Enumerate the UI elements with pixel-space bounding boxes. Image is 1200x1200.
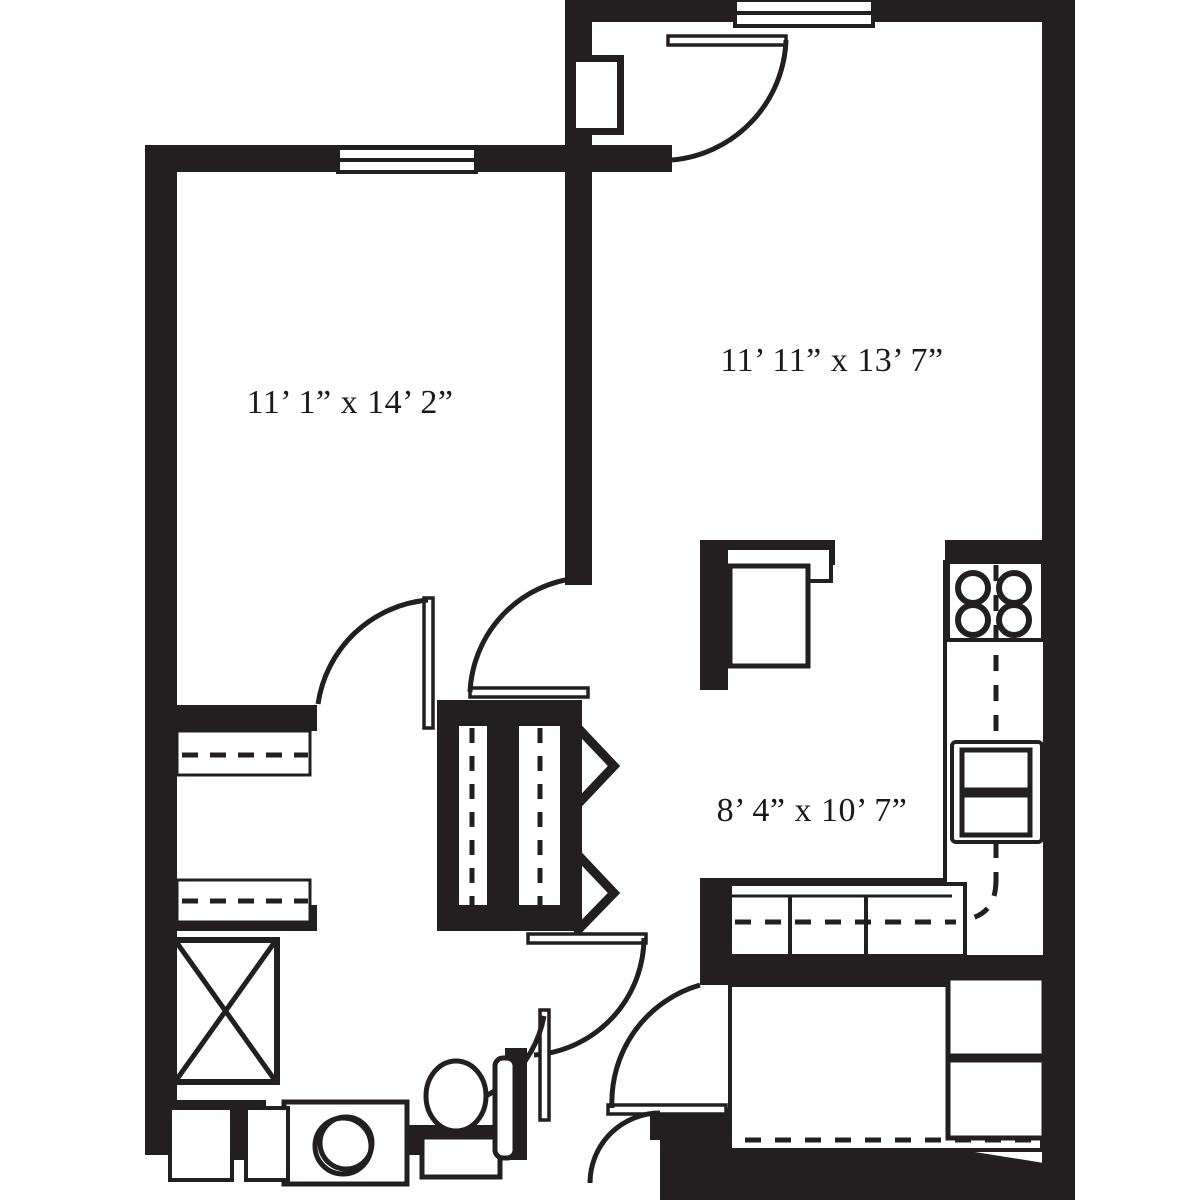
shower-stall — [171, 937, 280, 1085]
door-group — [315, 34, 789, 1184]
sink-basin-upper — [959, 747, 1033, 793]
washer-dryer — [281, 1099, 410, 1187]
toilet-tank — [419, 1134, 503, 1180]
kitchen-sink — [950, 740, 1044, 844]
closet-shelf-rod-lower — [175, 878, 312, 924]
bathroom-door — [526, 932, 648, 1058]
linen-closet-door — [573, 723, 621, 935]
window-group — [336, 0, 875, 174]
kitchen-fixtures — [724, 546, 1047, 959]
kitchen-dimension-label: 8’ 4” x 10’ 7” — [717, 792, 908, 829]
window-bedroom — [336, 146, 478, 174]
washer-drum-inner — [317, 1114, 375, 1172]
wall-kitchen-fridge-left — [700, 540, 728, 690]
wall-linen-left — [437, 700, 459, 931]
burner-back-left — [955, 602, 991, 638]
wall-right-exterior — [1042, 0, 1075, 990]
room-label-group: 11’ 1” x 14’ 2” 11’ 11” x 13’ 7” 8’ 4” x… — [246, 342, 943, 829]
window-top-right — [733, 0, 875, 28]
bifold-chevron-lower — [573, 850, 621, 935]
base-cabinets — [728, 882, 967, 958]
toilet — [419, 1058, 503, 1180]
kitchen-door — [606, 982, 728, 1116]
wall-range-top — [945, 540, 1045, 562]
wall-closet-top — [145, 705, 317, 731]
wall-bottom-right — [1042, 1140, 1075, 1200]
bath-box-mid — [244, 1106, 290, 1182]
entry-closet-inner — [576, 62, 617, 128]
living-room-dimension-label: 11’ 11” x 13’ 7” — [720, 342, 943, 379]
closet-shelf-rod-upper — [175, 729, 312, 777]
bifold-chevron-upper — [573, 723, 621, 809]
wall-bedroom-living-divider — [565, 145, 592, 585]
shower-x-line-2 — [174, 941, 277, 1081]
fridge-body — [727, 563, 811, 669]
bedroom-dimension-label: 11’ 1” x 14’ 2” — [246, 384, 453, 421]
shelf-group — [175, 728, 543, 924]
refrigerator — [724, 546, 833, 669]
pantry-shelving — [728, 975, 1047, 1152]
burner-back-right — [996, 602, 1032, 638]
bathroom-fixtures — [168, 937, 518, 1187]
upper-cabinets-corner — [955, 879, 999, 923]
hall-door — [467, 575, 590, 699]
toilet-bowl — [423, 1058, 489, 1134]
wall-linen-divider — [487, 700, 519, 931]
bedroom-door — [315, 596, 435, 730]
bath-box-left — [168, 1106, 234, 1182]
entry-door — [666, 34, 789, 163]
bathroom-vanity — [492, 1055, 518, 1161]
pantry-shelf-upper — [945, 975, 1047, 1059]
pantry-door-arc — [587, 1110, 661, 1184]
burner-front-left — [955, 570, 991, 606]
burner-front-right — [996, 570, 1032, 606]
pantry-shelf-lower — [945, 1057, 1047, 1141]
wall-linen-right — [560, 700, 582, 931]
sink-basin-lower — [959, 792, 1033, 838]
